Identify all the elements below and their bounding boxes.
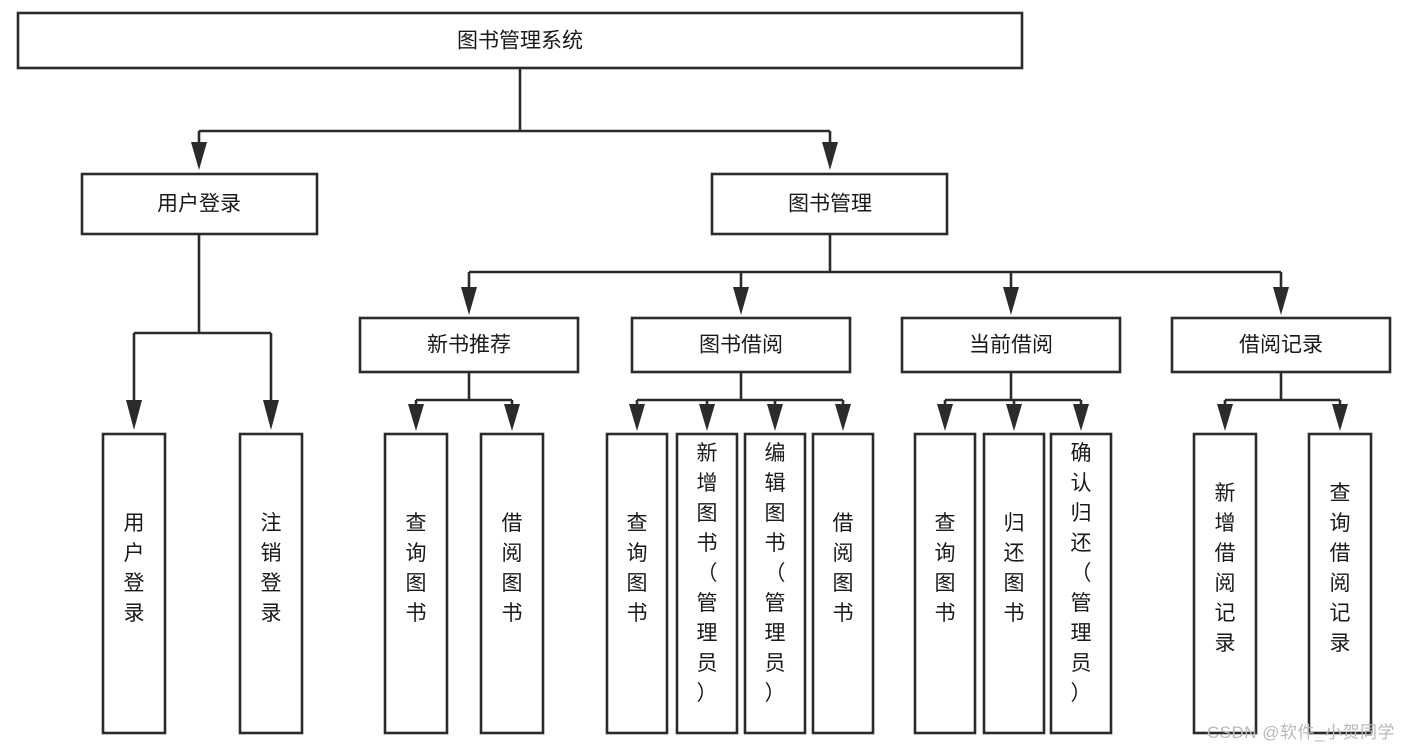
leaf-label-10: 归还图书 (1004, 512, 1025, 625)
arrow-head-current (1003, 287, 1019, 315)
leaf-node[interactable]: 查询借阅记录 (1307, 432, 1373, 735)
leaf-box-4[interactable] (479, 432, 545, 735)
leaf-box-11[interactable] (1049, 432, 1113, 735)
node-root-box[interactable] (16, 11, 1024, 70)
leaf-label-3: 查询图书 (406, 512, 427, 625)
node-borrow-record[interactable]: 借阅记录 (1170, 316, 1392, 374)
arrow-head-leaf-1 (126, 400, 142, 430)
leaf-box-10[interactable] (982, 432, 1046, 735)
arrow-head-leaf-11 (1073, 404, 1089, 431)
arrow-head-leaf-2 (263, 400, 279, 430)
connector-group-record (1217, 372, 1348, 431)
connector-group-userlogin (126, 234, 279, 430)
arrow-head-leaf-3 (408, 404, 424, 431)
connector-group-borrow (629, 372, 851, 431)
leaf-box-2[interactable] (238, 432, 304, 735)
node-book-management-label: 图书管理 (788, 193, 872, 216)
node-user-login[interactable]: 用户登录 (80, 172, 319, 236)
arrow-head-newbook (461, 287, 477, 315)
leaf-label-2: 注销登录 (261, 512, 282, 625)
leaf-node[interactable]: 注销登录 (238, 432, 304, 735)
leaf-node[interactable]: 借阅图书 (811, 432, 875, 735)
leaf-node[interactable]: 借阅图书 (479, 432, 545, 735)
arrow-head-leaf-13 (1332, 404, 1348, 431)
arrow-head-leaf-7 (767, 404, 783, 431)
leaf-label-11: 确认归还（管理员） (1071, 442, 1092, 705)
node-book-borrow-label: 图书借阅 (699, 334, 783, 357)
leaf-label-5: 查询图书 (627, 512, 648, 625)
node-new-book-recommend-label: 新书推荐 (427, 334, 511, 357)
leaf-box-7[interactable] (743, 432, 807, 735)
leaf-node[interactable]: 查询图书 (383, 432, 449, 735)
arrow-head-bookmgmt (822, 142, 838, 170)
leaf-box-1[interactable] (101, 432, 167, 735)
csdn-watermark: CSDN @软件_小贺同学 (1206, 723, 1395, 742)
leaf-node[interactable]: 新增借阅记录 (1192, 432, 1258, 735)
leaf-label-9: 查询图书 (935, 512, 956, 625)
leaf-label-12: 新增借阅记录 (1215, 482, 1236, 655)
node-book-management-box[interactable] (710, 172, 949, 236)
arrow-head-leaf-9 (937, 404, 953, 431)
leaf-label-1: 用户登录 (124, 512, 145, 625)
leaf-node[interactable]: 查询图书 (913, 432, 977, 735)
connector-group-newbook (408, 372, 520, 431)
arrow-head-leaf-8 (835, 404, 851, 431)
arrow-head-leaf-6 (699, 404, 715, 431)
connector-group-bookmgmt (461, 234, 1289, 315)
node-book-borrow-box[interactable] (630, 316, 852, 374)
node-borrow-record-label: 借阅记录 (1239, 334, 1323, 357)
leaf-node[interactable]: 查询图书 (605, 432, 669, 735)
node-user-login-label: 用户登录 (157, 193, 241, 216)
connector-group-current (937, 372, 1089, 431)
arrow-head-borrow (733, 287, 749, 315)
node-current-borrow-box[interactable] (900, 316, 1122, 374)
node-root-label: 图书管理系统 (457, 30, 583, 53)
node-user-login-box[interactable] (80, 172, 319, 236)
leaf-label-13: 查询借阅记录 (1330, 482, 1351, 655)
leaf-node[interactable]: 用户登录 (101, 432, 167, 735)
leaf-label-7: 编辑图书（管理员） (765, 442, 786, 705)
arrow-head-record (1273, 287, 1289, 315)
node-current-borrow-label: 当前借阅 (969, 334, 1053, 357)
leaf-box-6[interactable] (675, 432, 739, 735)
leaf-box-8[interactable] (811, 432, 875, 735)
arrow-head-leaf-10 (1006, 404, 1022, 431)
leaf-node[interactable]: 新增图书（管理员） (675, 432, 739, 735)
node-new-book-recommend-box[interactable] (358, 316, 580, 374)
leaf-box-9[interactable] (913, 432, 977, 735)
leaf-node[interactable]: 归还图书 (982, 432, 1046, 735)
leaf-label-4: 借阅图书 (502, 512, 523, 625)
node-current-borrow[interactable]: 当前借阅 (900, 316, 1122, 374)
connector-group-root (191, 68, 838, 170)
leaf-box-13[interactable] (1307, 432, 1373, 735)
node-book-borrow[interactable]: 图书借阅 (630, 316, 852, 374)
leaf-node[interactable]: 确认归还（管理员） (1049, 432, 1113, 735)
leaf-label-6: 新增图书（管理员） (697, 442, 718, 705)
node-borrow-record-box[interactable] (1170, 316, 1392, 374)
arrow-head-leaf-12 (1217, 404, 1233, 431)
node-book-management[interactable]: 图书管理 (710, 172, 949, 236)
node-new-book-recommend[interactable]: 新书推荐 (358, 316, 580, 374)
arrow-head-leaf-5 (629, 404, 645, 431)
leaf-node[interactable]: 编辑图书（管理员） (743, 432, 807, 735)
leaf-label-8: 借阅图书 (833, 512, 854, 625)
leaf-box-5[interactable] (605, 432, 669, 735)
arrow-head-leaf-4 (504, 404, 520, 431)
node-root[interactable]: 图书管理系统 (16, 11, 1024, 70)
leaf-box-12[interactable] (1192, 432, 1258, 735)
arrow-head-userlogin (191, 142, 207, 170)
leaf-box-3[interactable] (383, 432, 449, 735)
